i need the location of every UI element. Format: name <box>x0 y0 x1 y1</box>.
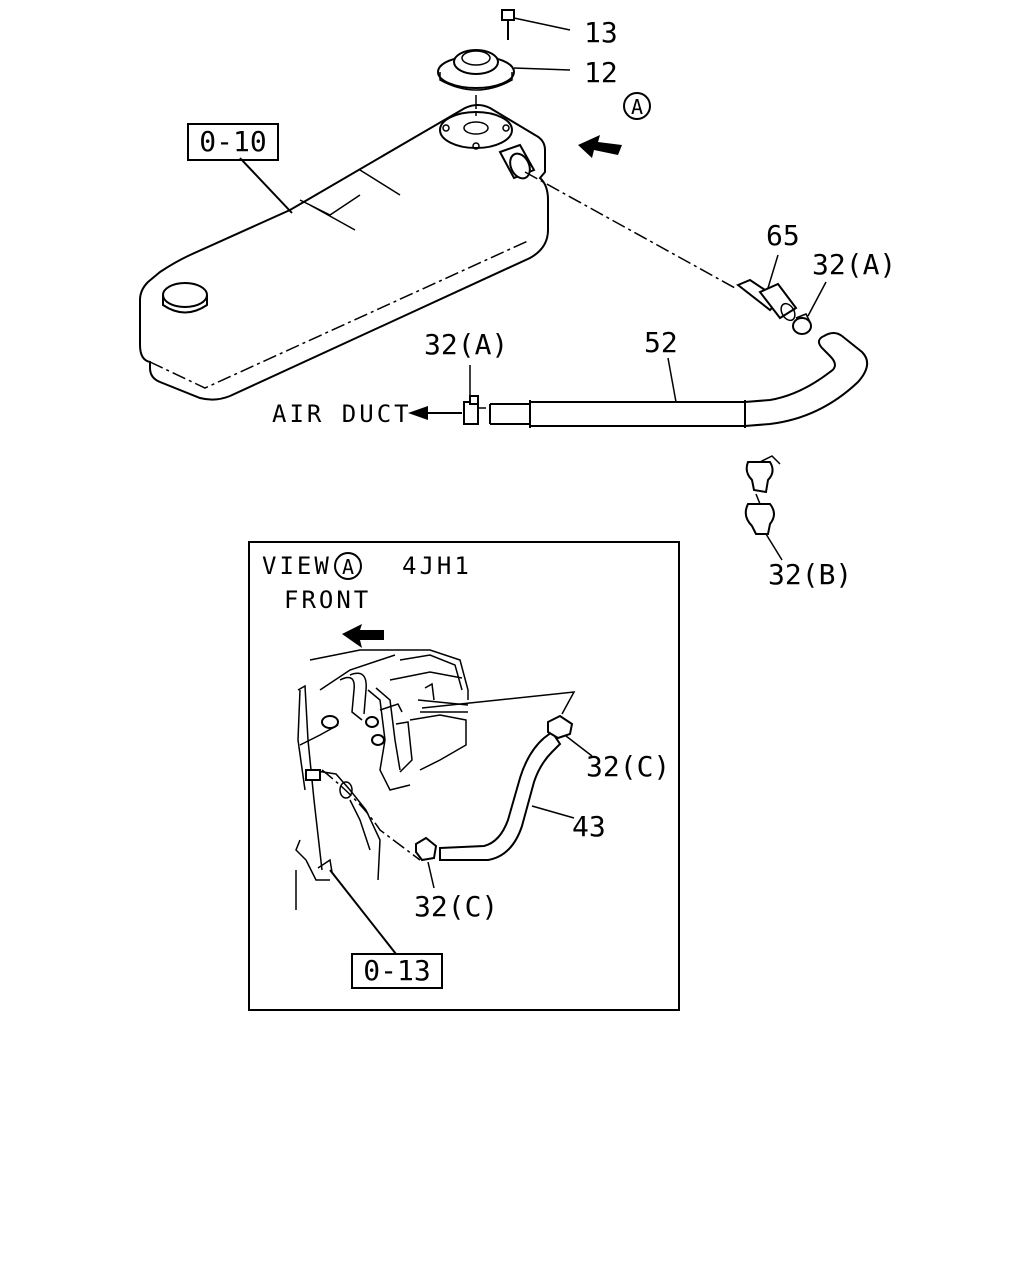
clip-32b <box>744 455 781 535</box>
callout-32c-upper: 32(C) <box>586 750 670 783</box>
front-arrow <box>342 624 384 648</box>
ref-0-13-label: 0-13 <box>363 954 430 987</box>
part-13-bolt <box>501 9 515 40</box>
view-a-marker: A <box>578 92 651 158</box>
callout-12: 12 <box>584 56 618 89</box>
ref-0-10-label: 0-10 <box>199 125 266 158</box>
part-43-hose <box>439 730 562 861</box>
engine-sketch <box>295 649 469 910</box>
callout-13: 13 <box>584 16 618 49</box>
callout-43: 43 <box>572 810 606 843</box>
callout-32b: 32(B) <box>768 558 852 591</box>
part-65-connector <box>736 278 798 322</box>
clip-32c-lower <box>415 836 438 862</box>
callout-52: 52 <box>644 326 678 359</box>
part-12-cover <box>437 49 515 91</box>
callout-32a-left: 32(A) <box>424 328 508 361</box>
view-a-letter: A <box>631 95 643 119</box>
front-label: FRONT <box>284 586 371 614</box>
callout-65: 65 <box>766 219 800 252</box>
breather-cap <box>439 95 513 150</box>
callout-32c-lower: 32(C) <box>414 890 498 923</box>
view-prefix-label: VIEW <box>262 552 332 580</box>
callout-32a-right: 32(A) <box>812 248 896 281</box>
view-a-inset-letter: A <box>342 555 354 579</box>
inset-view-frame <box>248 541 680 1011</box>
clip-32c-upper <box>547 714 574 740</box>
engine-model-label: 4JH1 <box>402 552 472 580</box>
cover-outlet-nozzle <box>498 143 536 180</box>
air-duct-label: AIR DUCT <box>272 400 412 428</box>
clip-32a-left <box>463 395 486 425</box>
air-duct-arrow <box>408 406 462 420</box>
ref-box-0-13: 0-13 <box>351 953 443 989</box>
part-52-hose <box>489 332 869 428</box>
clip-32a-right <box>792 313 812 335</box>
rocker-cover <box>139 104 549 401</box>
ref-box-0-10: 0-10 <box>187 123 279 161</box>
